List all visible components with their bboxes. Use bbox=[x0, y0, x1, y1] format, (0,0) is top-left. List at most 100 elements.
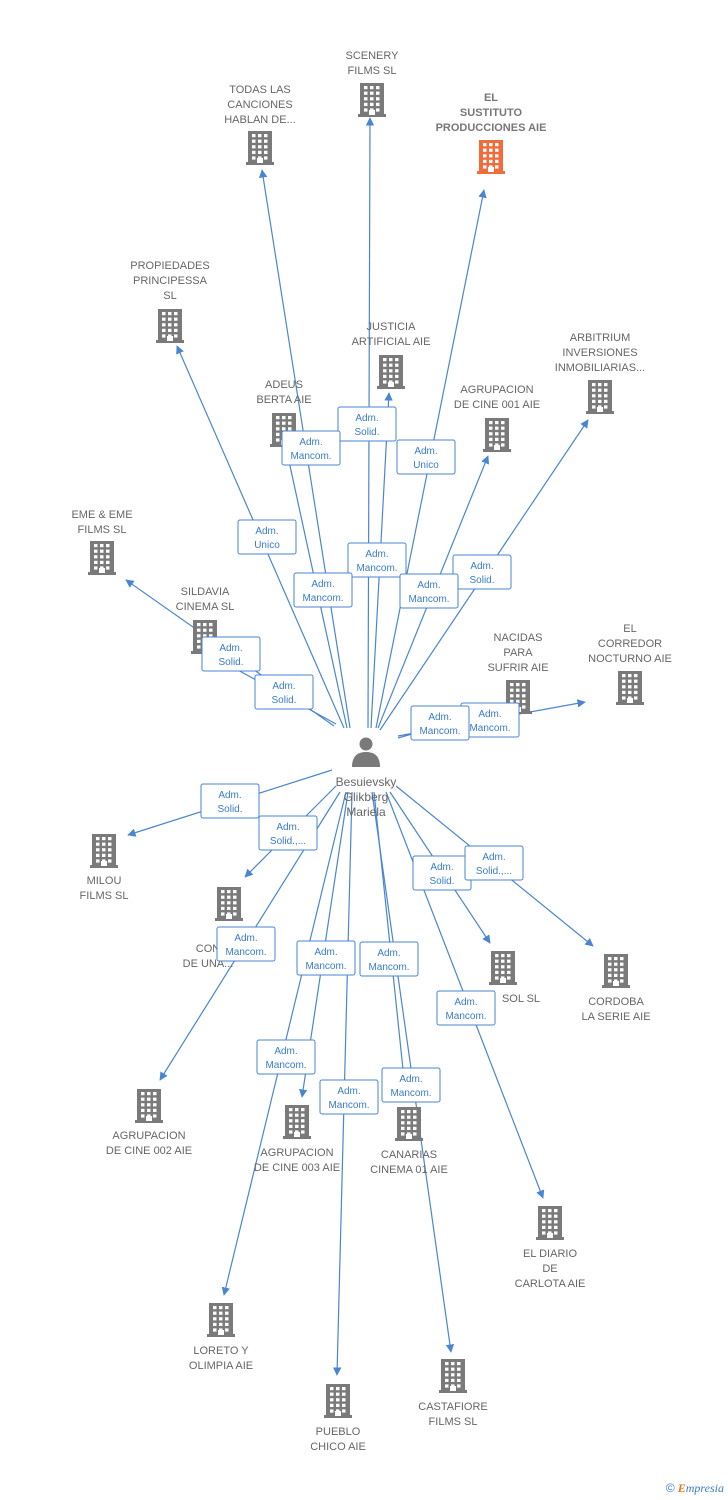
brand-name: mpresia bbox=[685, 1481, 724, 1495]
role-badge-propiedades[interactable]: Adm.Unico bbox=[237, 519, 297, 555]
role-label-line: Mancom. bbox=[225, 947, 266, 958]
role-label-line: Solid.,... bbox=[476, 866, 512, 877]
role-badge-sustituto[interactable]: Adm.Unico bbox=[396, 439, 456, 475]
node-label-line: TODAS LAS bbox=[229, 84, 291, 96]
building-icon bbox=[90, 834, 118, 868]
building-icon bbox=[135, 1089, 163, 1123]
role-badge-conuna[interactable]: Adm.Solid.,... bbox=[258, 815, 318, 851]
building-icon bbox=[377, 355, 405, 389]
node-label-line: LA SERIE AIE bbox=[581, 1011, 650, 1023]
node-label-line: NACIDAS bbox=[494, 632, 543, 644]
role-badge-corredor[interactable]: Adm.Mancom. bbox=[410, 705, 470, 741]
role-label-line: Mancom. bbox=[408, 594, 449, 605]
building-icon bbox=[395, 1107, 423, 1141]
role-badge-nacidas[interactable]: Adm.Mancom. bbox=[460, 702, 520, 738]
node-label-line: LORETO Y bbox=[193, 1345, 249, 1357]
node-label-line: PRODUCCIONES AIE bbox=[436, 122, 547, 134]
node-label-line: SUSTITUTO bbox=[460, 107, 523, 119]
role-label-line: Adm. bbox=[311, 579, 334, 590]
role-badge-justicia[interactable]: Adm.Mancom. bbox=[347, 542, 407, 578]
node-label-line: SCENERY bbox=[346, 50, 400, 62]
building-icon bbox=[439, 1359, 467, 1393]
role-badge-castafiore[interactable]: Adm.Mancom. bbox=[381, 1067, 441, 1103]
company-node-sol[interactable]: SOL SL bbox=[489, 951, 540, 1005]
role-badge-todas[interactable]: Adm.Mancom. bbox=[281, 430, 341, 466]
role-label-line: Mancom. bbox=[305, 961, 346, 972]
role-badge-agrupacion003[interactable]: Adm.Mancom. bbox=[296, 940, 356, 976]
node-label-line: AGRUPACION bbox=[112, 1130, 185, 1142]
node-label-line: CINEMA SL bbox=[176, 601, 235, 613]
role-badge-canarias[interactable]: Adm.Mancom. bbox=[359, 941, 419, 977]
node-label-line: PARA bbox=[503, 647, 533, 659]
node-label-line: PUEBLO bbox=[316, 1426, 361, 1438]
company-node-pueblo[interactable]: PUEBLO CHICO AIE bbox=[310, 1384, 366, 1453]
node-label-line: CASTAFIORE bbox=[418, 1401, 487, 1413]
role-badge-milou[interactable]: Adm.Solid. bbox=[200, 783, 260, 819]
node-label-line: ARBITRIUM bbox=[570, 332, 631, 344]
copyright-symbol: © bbox=[665, 1481, 675, 1495]
role-badge-pueblo[interactable]: Adm.Mancom. bbox=[319, 1079, 379, 1115]
role-badge-adeus[interactable]: Adm. Mancom. bbox=[293, 572, 353, 608]
node-label-line: SL bbox=[163, 290, 176, 302]
role-label-line: Adm. bbox=[255, 526, 278, 537]
node-label-line: HABLAN DE... bbox=[224, 114, 296, 126]
role-badge-arbitrium[interactable]: Adm.Solid. bbox=[452, 554, 512, 590]
role-label-line: Mancom. bbox=[368, 962, 409, 973]
role-label-line: Solid. bbox=[469, 575, 494, 586]
role-badge-agrupacion002[interactable]: Adm.Mancom. bbox=[216, 926, 276, 962]
role-label-line: Adm. bbox=[482, 852, 505, 863]
node-label-line: EL DIARIO bbox=[523, 1248, 577, 1260]
role-badge-agrupacion001[interactable]: Adm.Mancom. bbox=[399, 573, 459, 609]
person-name-line: Glikberg bbox=[344, 790, 389, 804]
role-label-line: Mancom. bbox=[328, 1100, 369, 1111]
role-label-line: Adm. bbox=[272, 681, 295, 692]
role-label-line: Adm. bbox=[478, 709, 501, 720]
building-icon bbox=[88, 541, 116, 575]
role-badge-loreto[interactable]: Adm.Mancom. bbox=[256, 1039, 316, 1075]
brand-initial: E bbox=[677, 1481, 686, 1495]
node-label-line: DE bbox=[542, 1263, 557, 1275]
node-label-line: EL bbox=[484, 92, 498, 104]
building-icon bbox=[283, 1105, 311, 1139]
building-icon bbox=[156, 309, 184, 343]
building-icon bbox=[586, 380, 614, 414]
role-badge-sol[interactable]: Adm.Solid. bbox=[412, 855, 472, 891]
person-name-line: Besuievsky bbox=[336, 775, 397, 789]
company-node-arbitrium[interactable]: ARBITRIUMINVERSIONESINMOBILIARIAS... bbox=[555, 332, 645, 414]
building-icon bbox=[489, 951, 517, 985]
building-icon bbox=[602, 954, 630, 988]
role-label-line: Mancom. bbox=[390, 1088, 431, 1099]
role-badge-sildavia[interactable]: Adm.Solid. bbox=[254, 674, 314, 710]
node-label-line: SILDAVIA bbox=[181, 586, 230, 598]
role-badge-diario[interactable]: Adm.Mancom. bbox=[436, 990, 496, 1026]
node-label-line: EME & EME bbox=[71, 509, 132, 521]
role-label-line: Solid.,... bbox=[270, 836, 306, 847]
role-badge-eme[interactable]: Adm.Solid. bbox=[201, 636, 261, 672]
company-node-sustituto[interactable]: EL SUSTITUTO PRODUCCIONES AIE bbox=[436, 92, 547, 174]
node-label-line: CHICO AIE bbox=[310, 1441, 366, 1453]
role-label-line: Mancom. bbox=[302, 593, 343, 604]
role-badge-cordoba[interactable]: Adm. Solid.,... bbox=[464, 845, 524, 881]
role-badge-scenery[interactable]: Adm.Solid. bbox=[337, 406, 397, 442]
role-label-line: Adm. bbox=[428, 712, 451, 723]
building-icon bbox=[358, 83, 386, 117]
node-label-line: CINEMA 01 AIE bbox=[370, 1164, 448, 1176]
